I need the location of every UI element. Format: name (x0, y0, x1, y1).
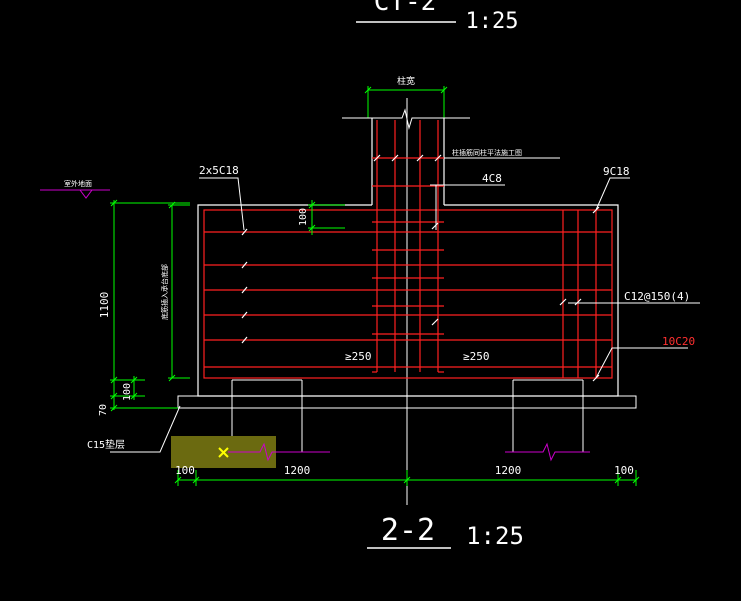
dim-70: 70 (98, 404, 109, 416)
dim-1100: 1100 (98, 292, 111, 319)
rebar-ticks (241, 154, 600, 382)
dim-bottom-1200-left: 1200 (284, 464, 311, 477)
section-title: 2-2 (381, 513, 435, 548)
label-rebar-left-top: 2x5C18 (199, 164, 239, 177)
dim-100-side: 100 (122, 383, 133, 401)
pile-right (512, 379, 584, 452)
left-dimensions (110, 199, 345, 412)
label-rebar-9c18: 9C18 (603, 165, 630, 178)
column-width-label: 柱宽 (397, 75, 415, 87)
column-outline (371, 118, 445, 205)
section-title-group: 2-2 1:25 (367, 513, 524, 550)
label-side-note: 底筋插入承台底部 (160, 264, 169, 320)
section-scale: 1:25 (466, 522, 524, 550)
label-lap-left: ≥250 (345, 350, 372, 363)
top-title-partial: CT-2 (374, 0, 437, 17)
label-rebar-4c8: 4C8 (482, 172, 502, 185)
column-width-dimension (364, 86, 448, 118)
dim-100-top: 100 (298, 208, 309, 226)
label-column-note: 柱插筋同柱平法施工图 (452, 148, 522, 157)
rebar-group (203, 120, 613, 379)
ground-marker (40, 189, 190, 204)
dim-bottom-100-right: 100 (614, 464, 634, 477)
label-lap-right: ≥250 (463, 350, 490, 363)
dim-bottom-100-left: 100 (175, 464, 195, 477)
label-cushion: C15垫层 (87, 438, 125, 451)
column-break-line (342, 108, 470, 130)
bottom-dimensions (174, 470, 640, 486)
top-scale: 1:25 (466, 9, 519, 34)
label-rebar-stirrup: C12@150(4) (624, 290, 690, 303)
leader-lines (110, 157, 700, 453)
label-rebar-bottom-red: 10C20 (662, 335, 695, 348)
top-title-group: CT-2 1:25 (356, 0, 518, 34)
dim-bottom-1200-right: 1200 (495, 464, 522, 477)
x-marker-icon (218, 447, 229, 458)
pile-break-lines (228, 442, 590, 462)
label-ground: 室外地面 (64, 179, 92, 188)
